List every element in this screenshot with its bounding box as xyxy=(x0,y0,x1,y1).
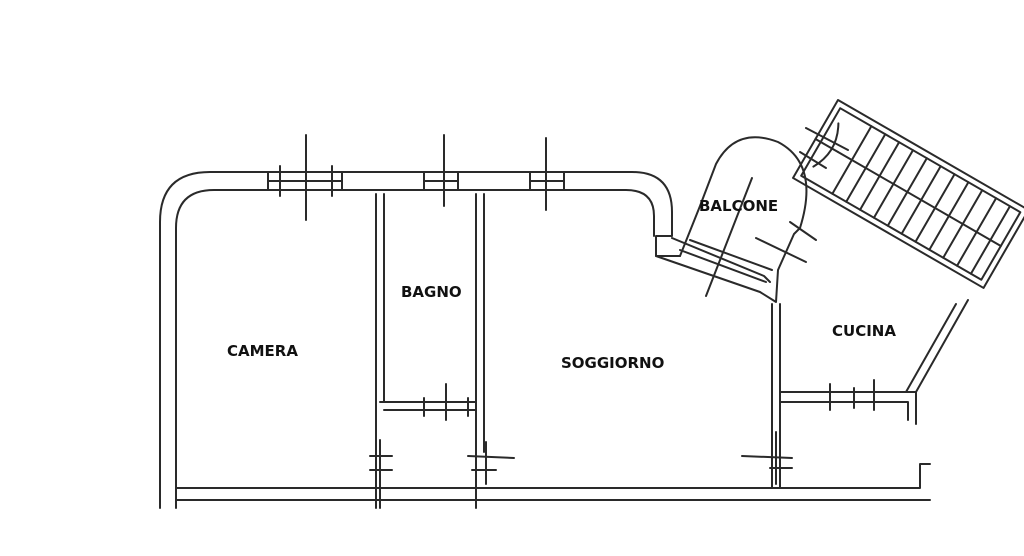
window-bagno xyxy=(423,134,459,207)
window-camera xyxy=(267,134,343,221)
room-label-camera: CAMERA xyxy=(227,342,298,360)
landing-marks xyxy=(755,127,849,263)
wall-bagno-bottom xyxy=(379,401,477,411)
room-label-bagno: BAGNO xyxy=(401,283,462,301)
bottom-wall xyxy=(175,463,931,501)
cucina-door-marks xyxy=(829,379,875,411)
room-label-cucina: CUCINA xyxy=(832,322,896,340)
balcony-axis xyxy=(705,177,753,297)
outer-wall-outer xyxy=(159,171,681,509)
balcony-outline xyxy=(655,136,808,303)
wall-soggiorno-cucina xyxy=(771,303,781,489)
bagno-door-marks xyxy=(423,383,469,421)
window-soggiorno xyxy=(529,137,565,211)
balcony-rail xyxy=(679,239,773,283)
wall-bagno-soggiorno xyxy=(475,193,485,509)
cucina-diagonal-wall xyxy=(905,299,969,393)
balcony-inner xyxy=(671,237,771,283)
outer-wall-inner xyxy=(175,189,655,509)
door-marks-bottom xyxy=(369,431,793,509)
room-label-balcone: BALCONE xyxy=(699,197,779,215)
room-label-soggiorno: SOGGIORNO xyxy=(561,354,665,372)
wall-cucina-bottom xyxy=(779,391,917,425)
staircase xyxy=(792,99,1024,289)
